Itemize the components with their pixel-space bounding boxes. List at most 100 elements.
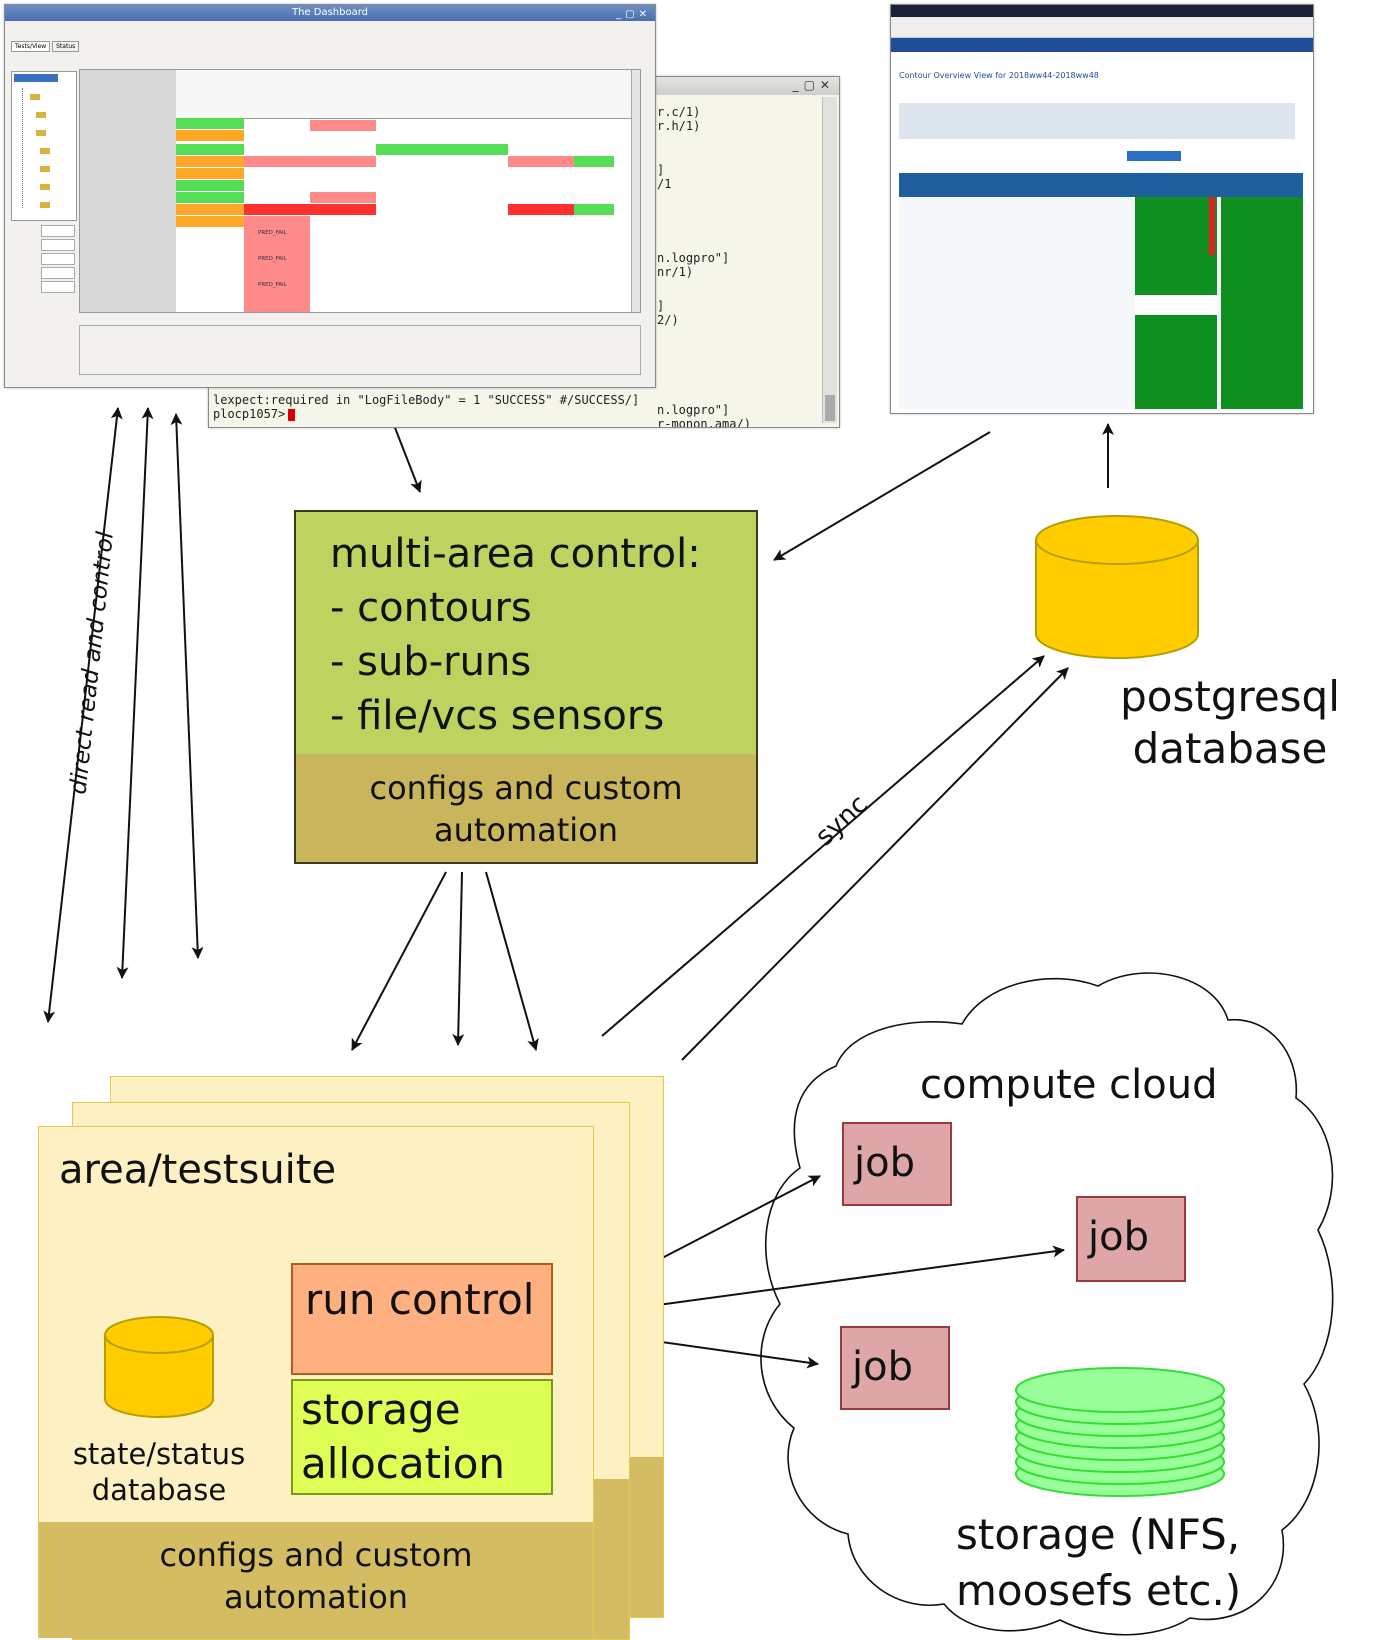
browser-green-column-2 <box>1221 197 1303 409</box>
area-footer-line-2: automation <box>223 1578 409 1616</box>
arrow-direct-3 <box>170 413 204 959</box>
multi-area-item-subruns: - sub-runs <box>330 639 532 685</box>
status-cell[interactable] <box>176 130 244 141</box>
status-cell[interactable] <box>310 192 376 203</box>
status-cell[interactable] <box>176 192 244 203</box>
multi-area-footer-line-2: automation <box>433 811 619 849</box>
status-cell[interactable] <box>442 144 508 155</box>
status-cell[interactable] <box>176 168 244 179</box>
browser-table-header <box>899 173 1303 197</box>
storage-allocation-line-2: allocation <box>301 1439 506 1488</box>
run-control-box: run control <box>291 1263 553 1375</box>
tab-tests-view[interactable]: Tests/View <box>11 41 51 52</box>
dashboard-filter-fields[interactable] <box>11 223 75 293</box>
status-cell[interactable] <box>176 144 244 155</box>
run-control-label: run control <box>305 1275 535 1324</box>
status-cell[interactable] <box>176 216 244 227</box>
status-cell[interactable] <box>310 204 376 215</box>
status-cell[interactable] <box>376 144 442 155</box>
arrow-control-to-area-2 <box>452 871 465 1046</box>
terminal-window-controls[interactable]: _▢✕ <box>792 78 835 92</box>
dashboard-tree[interactable] <box>11 71 77 221</box>
area-state-database-icon <box>104 1316 214 1418</box>
arrow-terminal-to-control <box>391 419 422 493</box>
multi-area-title: multi-area control: <box>330 531 701 577</box>
status-cell[interactable] <box>176 118 244 129</box>
multi-area-footer-line-1: configs and custom <box>369 769 683 807</box>
terminal-bottom-lines: lexpect:required in "LogFileBody" = 1 "S… <box>213 393 639 421</box>
dashboard-window: The Dashboard _▢✕ Tests/View Status <box>4 4 656 388</box>
browser-window: Contour Overview View for 2018ww44-2018w… <box>890 4 1314 414</box>
terminal-scrollbar[interactable] <box>822 97 837 423</box>
area-footer: configs and custom automation <box>39 1522 593 1638</box>
cloud-storage-line-2: moosefs etc.) <box>956 1566 1242 1615</box>
browser-white-gap <box>1135 295 1217 315</box>
status-cell[interactable] <box>244 204 310 215</box>
multi-area-item-sensors: - file/vcs sensors <box>330 693 665 739</box>
job-label-3: job <box>852 1344 913 1390</box>
job-box-3: job <box>840 1326 950 1410</box>
browser-tabbar <box>891 5 1313 17</box>
terminal-line-1: n.logpro"] <box>657 251 730 265</box>
storage-allocation-box: storage allocation <box>291 1379 553 1495</box>
browser-page-title: Contour Overview View for 2018ww44-2018w… <box>899 71 1099 80</box>
fail-label-3: PRED_FAIL <box>258 282 287 288</box>
terminal-fragments: r.c/1)r.h/1)]/1 n.logpro"] nr/1)]2/) n.l… <box>657 105 751 428</box>
status-cell[interactable] <box>574 204 614 215</box>
multi-area-control-box: multi-area control: - contours - sub-run… <box>294 510 758 864</box>
fail-label-2: PRED_FAIL <box>258 256 287 262</box>
terminal-prompt: plocp1057> <box>213 407 286 421</box>
dashboard-window-controls[interactable]: _▢✕ <box>616 9 651 20</box>
job-label-2: job <box>1088 1214 1149 1260</box>
browser-navbar <box>891 38 1313 52</box>
tab-status[interactable]: Status <box>52 41 80 52</box>
status-cell[interactable] <box>310 120 376 131</box>
arrow-direct-2 <box>116 407 154 979</box>
status-cell[interactable] <box>508 204 574 215</box>
arrow-control-to-area-3 <box>485 871 539 1051</box>
cloud-title: compute cloud <box>920 1062 1218 1108</box>
browser-submit-button[interactable] <box>1127 151 1181 161</box>
multi-area-footer: configs and custom automation <box>296 754 756 862</box>
area-footer-line-1: configs and custom <box>159 1536 473 1574</box>
status-cell[interactable] <box>310 156 376 167</box>
multi-area-item-contours: - contours <box>330 585 532 631</box>
dashboard-tabs: Tests/View Status <box>11 41 80 52</box>
status-cell[interactable] <box>176 204 244 215</box>
browser-info-panel <box>899 103 1295 139</box>
arrow-browser-to-control <box>773 431 991 561</box>
job-box-1: job <box>842 1122 952 1206</box>
browser-red-marker <box>1209 197 1215 255</box>
status-cell[interactable] <box>176 156 244 167</box>
storage-allocation-line-1: storage <box>301 1385 461 1434</box>
area-db-label-line-2: database <box>91 1473 227 1507</box>
terminal-cursor <box>288 408 296 421</box>
area-testsuite-box: area/testsuite state/status database run… <box>38 1126 594 1638</box>
dashboard-titlebar: The Dashboard _▢✕ <box>5 5 655 21</box>
status-cell[interactable] <box>574 156 614 167</box>
job-box-2: job <box>1076 1196 1186 1282</box>
browser-toolbar <box>891 17 1313 38</box>
job-label-1: job <box>854 1140 915 1186</box>
area-db-label-line-1: state/status <box>72 1437 246 1471</box>
postgres-label-line-1: postgresql <box>1120 672 1340 721</box>
grid-scrollbar[interactable] <box>631 70 640 312</box>
terminal-line-2: n.logpro"] <box>657 403 730 417</box>
dashboard-title: The Dashboard <box>291 7 369 18</box>
status-cell[interactable] <box>508 156 574 167</box>
storage-disk-stack-icon <box>1015 1367 1225 1497</box>
postgres-database-icon <box>1035 515 1199 659</box>
arrow-control-to-area-1 <box>351 871 447 1051</box>
cloud-storage-line-1: storage (NFS, <box>956 1510 1241 1559</box>
arrow-direct-1 <box>43 407 123 1023</box>
terminal-line-3: lexpect:required in "LogFileBody" = 1 "S… <box>213 393 640 407</box>
dashboard-grid: PRED_FAIL PRED_FAIL PRED_FAIL <box>79 69 641 313</box>
status-cell[interactable] <box>176 180 244 191</box>
arrow-sync-2 <box>681 667 1069 1061</box>
status-cell[interactable] <box>244 156 310 167</box>
fail-column[interactable] <box>244 216 310 312</box>
arrow-sync-1 <box>601 655 1045 1037</box>
postgres-label-line-2: database <box>1132 724 1328 773</box>
dashboard-checkbox-panel[interactable] <box>79 325 641 375</box>
